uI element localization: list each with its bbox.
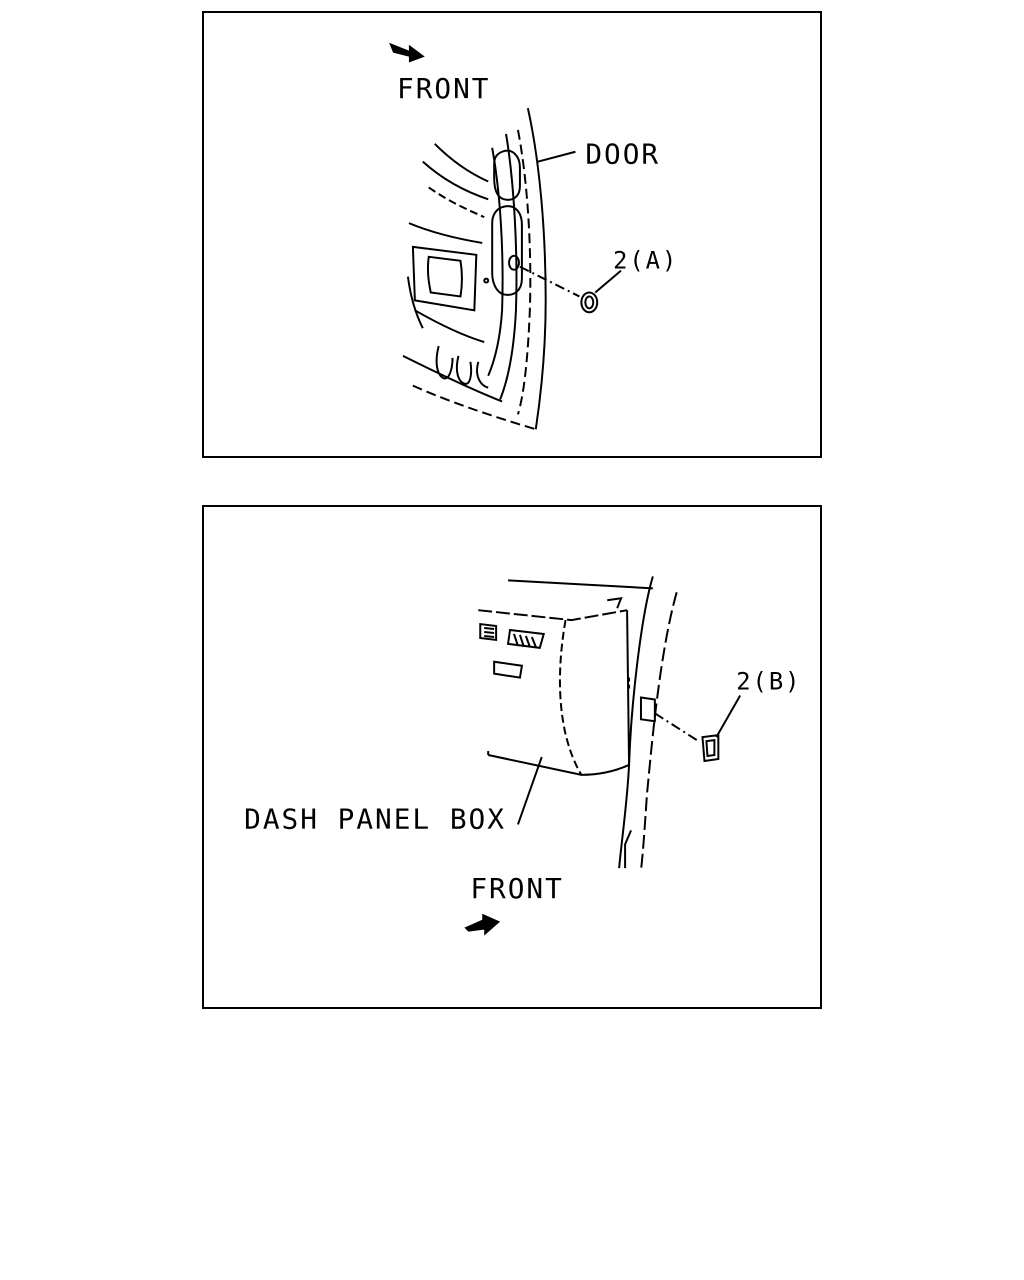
part-2b-label: 2(B)	[736, 668, 801, 696]
front-arrow-icon	[389, 42, 425, 63]
door-clip-illustration: FRONT	[389, 42, 678, 431]
dash-panel-clip-illustration: 2(B) DASH PANEL BOX FRONT	[244, 576, 801, 936]
clip-2a-part	[580, 269, 622, 314]
front-label: FRONT	[470, 872, 564, 905]
front-arrow-icon	[464, 913, 501, 936]
door-label: DOOR	[585, 138, 660, 171]
top-diagram-panel: FRONT	[202, 11, 822, 458]
door-outline	[402, 107, 547, 431]
front-label: FRONT	[397, 72, 490, 105]
dash-panel-outline	[478, 576, 700, 871]
part-2a-label: 2(A)	[613, 247, 678, 275]
clip-2b-part	[701, 694, 742, 763]
dash-panel-box-label: DASH PANEL BOX	[244, 802, 506, 835]
bottom-diagram-panel: 2(B) DASH PANEL BOX FRONT	[202, 505, 822, 1009]
